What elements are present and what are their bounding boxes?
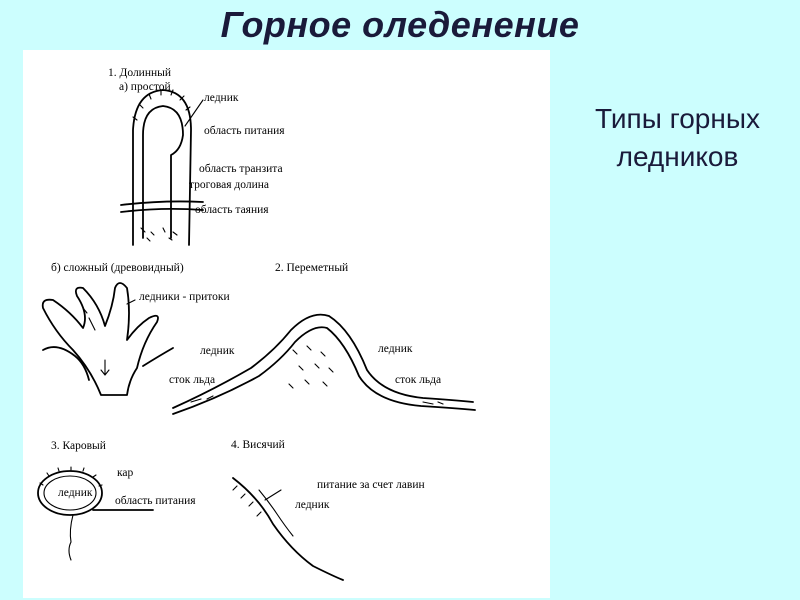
hanging-glacier-drawing: 4. Висячий питание за счет лавин ледник — [231, 439, 425, 581]
slope-hatch — [232, 485, 262, 517]
transfluent-glacier-drawing: 2. Переметный ледник ледник сток льда ст… — [169, 262, 476, 415]
tributary-left — [42, 346, 90, 381]
glacier-surface — [172, 326, 476, 415]
side-caption-line-1: Типы горных — [595, 103, 760, 134]
hanging-heading: 4. Висячий — [231, 439, 285, 451]
cirque-glacier-body — [43, 475, 97, 511]
trough-valley-label: троговая долина — [189, 179, 269, 191]
glacier-diagram-svg: 1. Долинный а) простой ледник область пи… — [37, 67, 476, 581]
tributaries-label: ледники - притоки — [139, 291, 230, 303]
glacier-tongue — [142, 105, 184, 239]
cirque-glacier-drawing: 3. Каровый кар ледник область питания — [37, 440, 196, 561]
hanging-leader — [264, 489, 282, 501]
feeding-hatch — [132, 89, 191, 121]
cirque-feeding-label: область питания — [115, 495, 196, 507]
transfluent-glacier-left: ледник — [200, 345, 235, 357]
transfluent-glacier-right: ледник — [378, 343, 413, 355]
cirque-label: кар — [117, 467, 134, 479]
ice-flow-left: сток льда — [169, 374, 215, 386]
side-caption-line-2: ледников — [616, 141, 739, 172]
ice-flow-arrows — [190, 395, 444, 405]
cirque-glacier-label: ледник — [58, 487, 93, 499]
leader-tributaries — [126, 299, 136, 305]
slide-title: Горное оледенение — [220, 4, 580, 45]
melting-area-label: область таяния — [195, 204, 269, 216]
valley-heading: 1. Долинный — [108, 67, 171, 79]
outlet-stream — [68, 514, 74, 561]
flow-arrow-2 — [82, 307, 96, 331]
cirque-hatch — [39, 466, 103, 487]
cirque-heading: 3. Каровый — [51, 440, 106, 452]
glacier-types-figure: 1. Долинный а) простой ледник область пи… — [23, 50, 550, 598]
hanging-glacier-label: ледник — [295, 499, 330, 511]
complex-heading: б) сложный (древовидный) — [51, 262, 184, 274]
cirque-outline — [37, 470, 103, 516]
flow-arrow — [100, 359, 110, 376]
valley-glacier-drawing: 1. Долинный а) простой ледник область пи… — [108, 67, 285, 246]
valley-outline — [132, 89, 192, 246]
valley-simple-label: а) простой — [119, 81, 171, 93]
ice-flow-right: сток льда — [395, 374, 441, 386]
complex-glacier-drawing: б) сложный (древовидный) ледники - прито… — [41, 262, 230, 396]
dendritic-outline — [41, 282, 159, 396]
slope-line — [232, 477, 344, 581]
zone-line-1 — [120, 200, 204, 206]
feeding-area-label: область питания — [204, 125, 285, 137]
hanging-glacier-body — [258, 489, 294, 537]
side-caption: Типы горных ледников — [555, 100, 800, 176]
moraine-marks — [140, 227, 178, 242]
tributary-right — [142, 347, 174, 367]
mountain-ridge — [172, 313, 474, 409]
valley-glacier-label: ледник — [204, 92, 239, 104]
transfluent-heading: 2. Переметный — [275, 262, 348, 274]
zone-line-2 — [120, 207, 204, 213]
leader-glacier — [184, 99, 204, 127]
ice-crosses — [288, 345, 334, 389]
transit-area-label: область транзита — [199, 163, 283, 175]
avalanche-feeding-label: питание за счет лавин — [317, 479, 425, 491]
